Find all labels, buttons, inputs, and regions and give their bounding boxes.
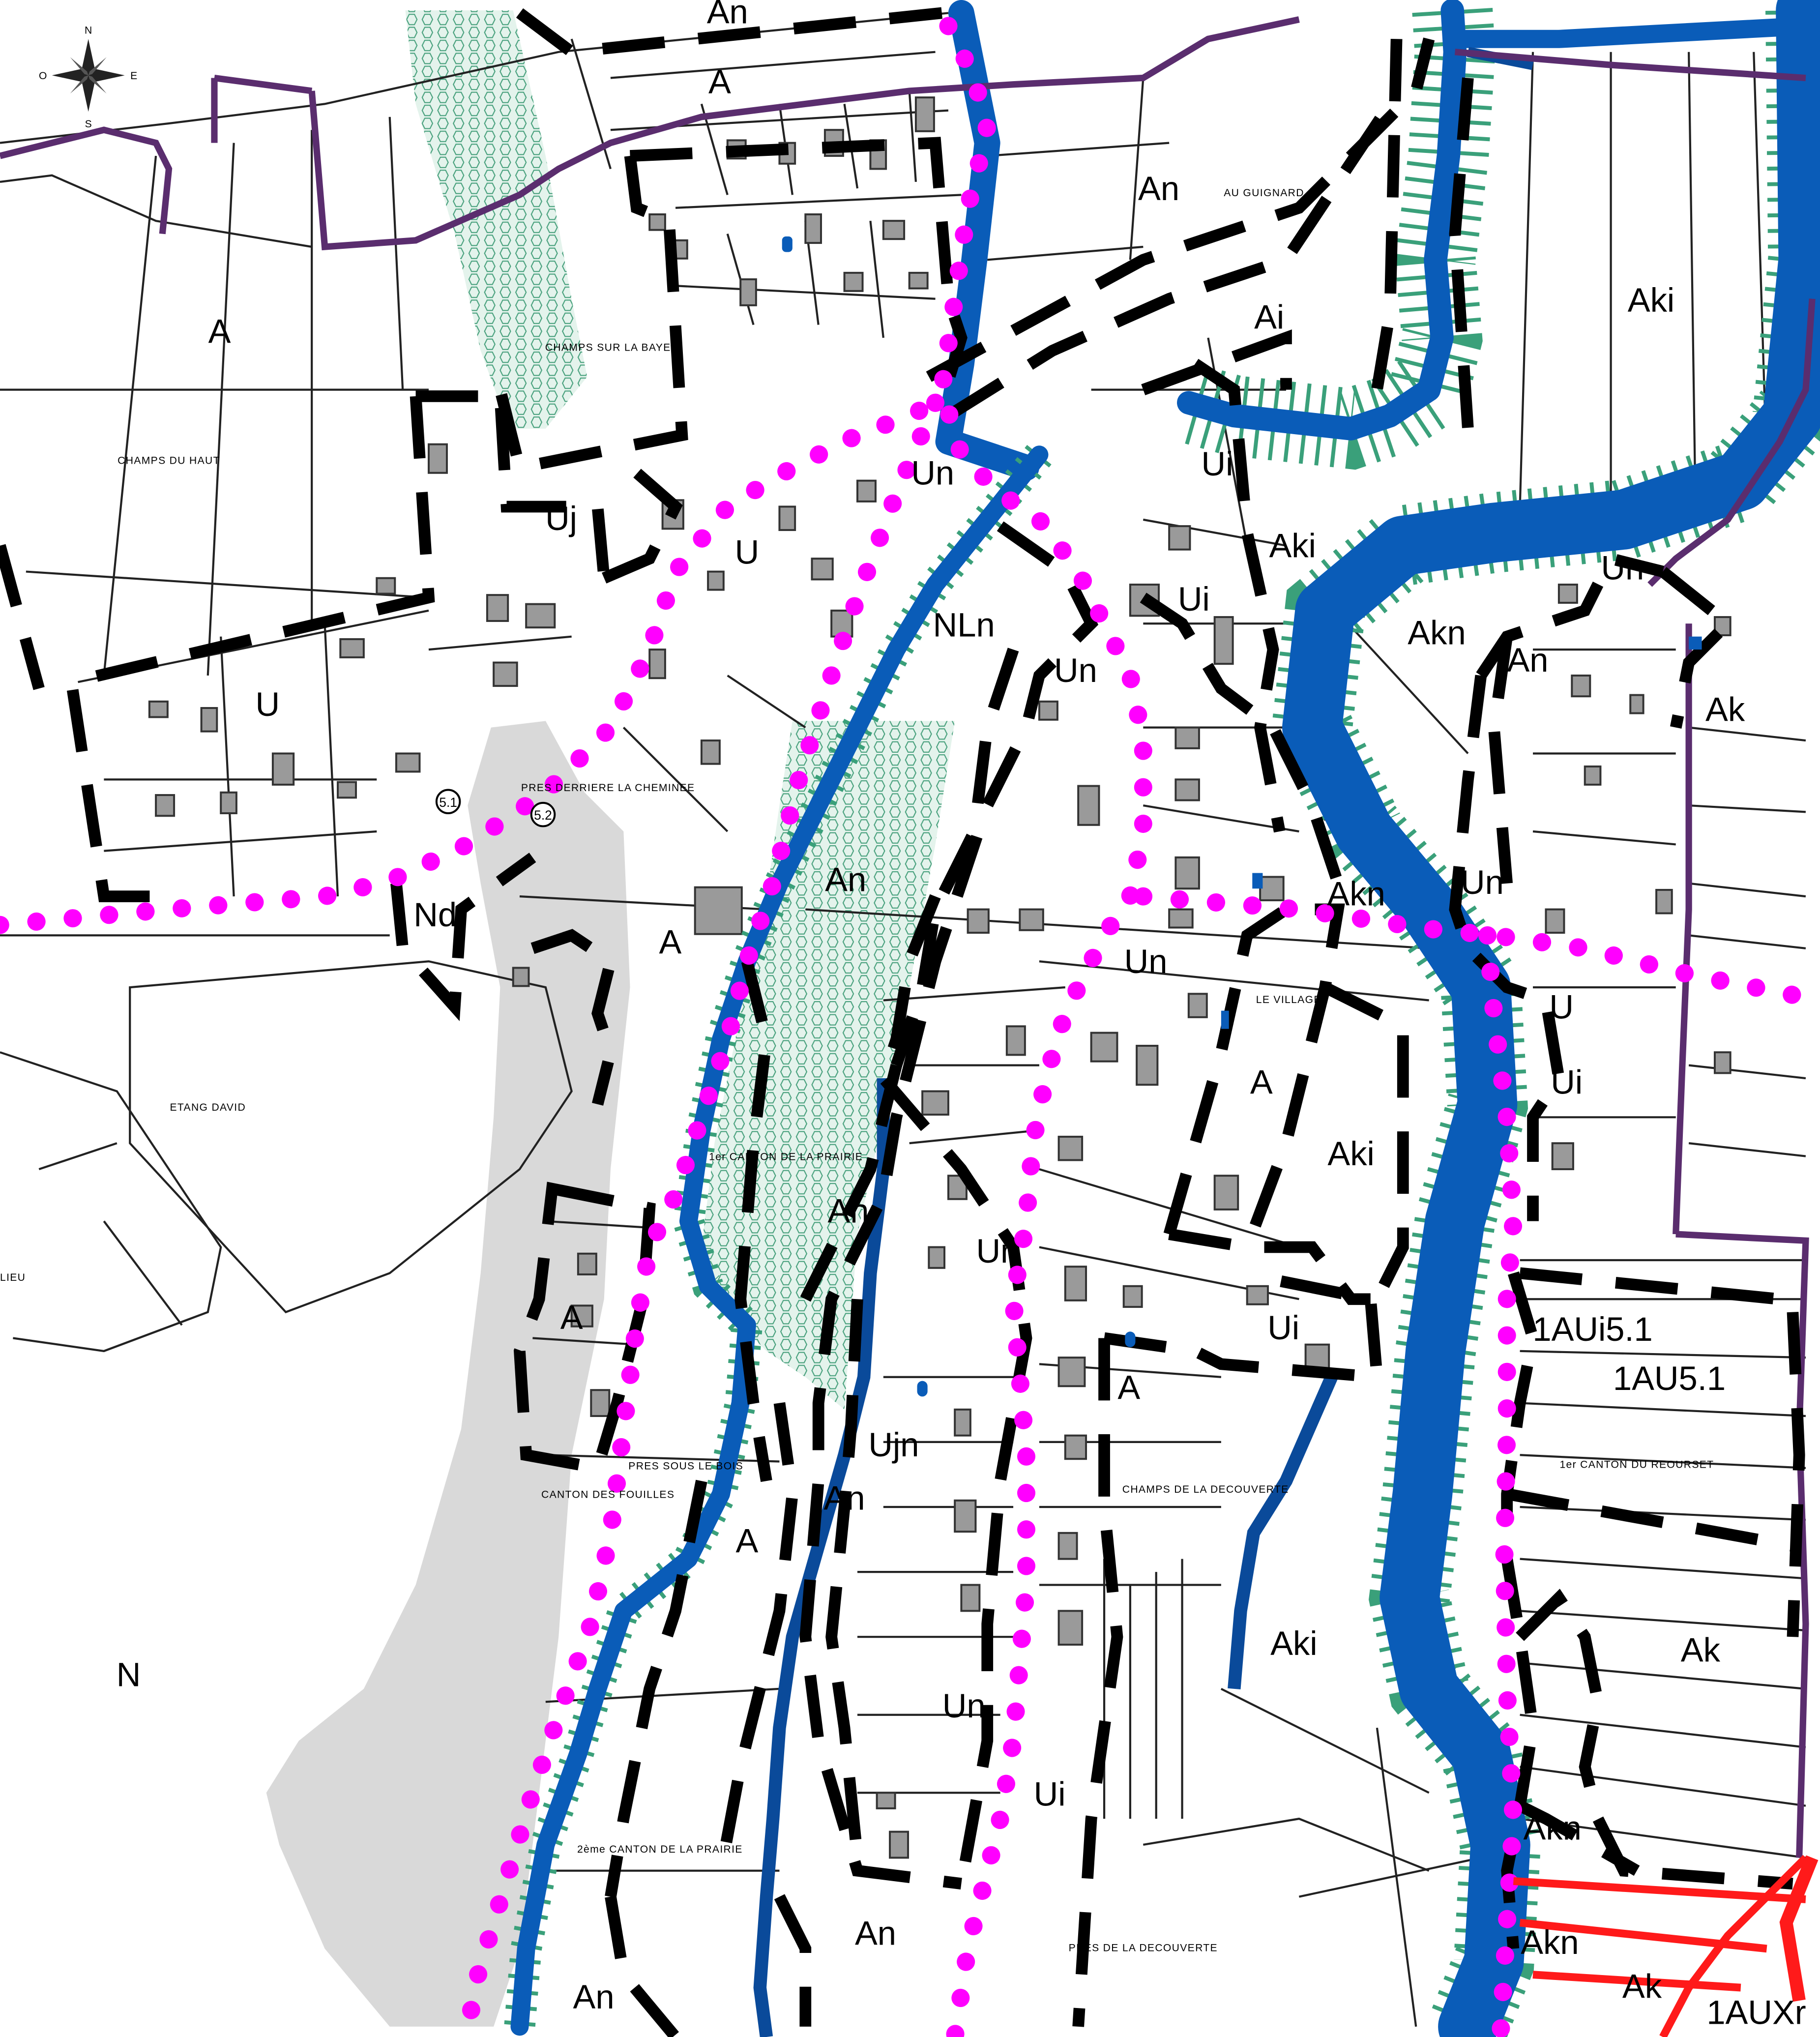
zone-label: Un <box>911 454 954 492</box>
river-ognon <box>935 0 1820 2037</box>
place-label: CANTON DES FOUILLES <box>541 1489 675 1500</box>
place-label: AU GUIGNARD <box>1224 187 1304 199</box>
zone-label: N <box>117 1656 141 1694</box>
zone-label: A <box>1250 1063 1273 1101</box>
zone-label: Ujn <box>868 1426 919 1464</box>
zone-label: An <box>573 1978 615 2016</box>
zone-label: Un <box>1461 863 1504 901</box>
zone-label: Akn <box>1521 1923 1579 1961</box>
place-label: 2ème CANTON DE LA PRAIRIE <box>577 1844 743 1855</box>
buildings <box>148 96 1732 1859</box>
compass-south: S <box>85 118 92 130</box>
zone-label: Nd <box>413 896 457 934</box>
shaded-zone-area <box>266 721 630 2027</box>
zone-label: A <box>208 313 231 351</box>
place-label: PRES SOUS LE BOIS <box>628 1460 743 1472</box>
compass-east: E <box>130 70 137 82</box>
zone-boundaries <box>0 7 1805 2037</box>
zone-label: Un <box>1054 651 1097 689</box>
place-label: PRES DE LA DECOUVERTE <box>1069 1943 1218 1954</box>
zone-label: An <box>1507 641 1548 679</box>
urban-limit <box>1513 1855 1819 2037</box>
zone-label: Aki <box>1327 1135 1374 1173</box>
zone-label: A <box>735 1522 758 1560</box>
zone-label: An <box>855 1914 896 1952</box>
place-label: CHAMPS DU HAUT <box>117 455 220 466</box>
section-markers: 5.1 5.2 <box>435 789 556 827</box>
compass-rose: N E S O <box>39 25 137 130</box>
zone-label: Ui <box>1201 445 1233 483</box>
zone-label: Aki <box>1269 527 1316 565</box>
zone-label: Un <box>976 1232 1019 1270</box>
ponds <box>782 236 1702 1397</box>
zone-label: Ai <box>1254 298 1284 336</box>
zone-label: Akn <box>1327 875 1385 913</box>
compass-north: N <box>85 25 92 36</box>
place-label: CHAMPS SUR LA BAYE <box>545 342 671 353</box>
place-label: LE VILLAGE <box>1256 994 1321 1005</box>
zone-label: A <box>1117 1369 1140 1407</box>
zone-label: Un <box>942 1687 986 1725</box>
place-label: ETANG DAVID <box>170 1102 246 1113</box>
zone-label: 1AU5.1 <box>1613 1359 1726 1397</box>
zone-label: Ui <box>1267 1309 1299 1347</box>
zone-label: Uj <box>545 500 577 537</box>
commune-boundary <box>0 16 1816 1858</box>
place-label: LIEU <box>0 1272 26 1283</box>
zone-label: Un <box>1124 943 1168 980</box>
place-label: CHAMPS DE LA DECOUVERTE <box>1122 1484 1289 1495</box>
zone-label: 1AUXr <box>1706 1994 1806 2032</box>
zone-label: A <box>708 63 731 101</box>
zone-label: A <box>560 1299 583 1336</box>
zone-label: Ui <box>1551 1063 1583 1101</box>
marker-label: 5.2 <box>534 808 552 823</box>
zone-label: An <box>827 1192 869 1230</box>
zone-label: Akn <box>1408 614 1466 652</box>
compass-west: O <box>39 70 47 82</box>
protected-area <box>405 10 587 429</box>
zone-label: Akn <box>1523 1809 1581 1847</box>
zone-labels: An A An Ai Aki A U Uj U Un Ui Aki NLn Un… <box>117 0 1806 2032</box>
marker-label: 5.1 <box>439 795 457 810</box>
zone-label: Ui <box>1178 580 1210 618</box>
zone-label: Aki <box>1270 1624 1317 1662</box>
zone-label: Ak <box>1705 690 1745 728</box>
zone-label: An <box>1138 170 1179 207</box>
zone-label: U <box>735 533 760 571</box>
zone-label: Aki <box>1628 281 1674 319</box>
zone-label: U <box>256 685 280 723</box>
hiking-route <box>0 17 1820 2037</box>
parcel-lines <box>0 12 1806 2027</box>
zone-label: Ui <box>1034 1775 1066 1813</box>
zone-label: An <box>707 0 748 31</box>
zone-label: An <box>824 1479 865 1517</box>
zone-label: NLn <box>933 606 995 644</box>
place-names: AU GUIGNARD CHAMPS SUR LA BAYE CHAMPS DU… <box>0 187 1714 1954</box>
zone-label: Un <box>1601 549 1644 587</box>
place-label: PRES DERRIERE LA CHEMINEE <box>521 782 695 794</box>
zone-label: 1AUi5.1 <box>1532 1310 1652 1348</box>
zone-label: Ak <box>1681 1631 1721 1669</box>
zone-label: U <box>1549 988 1574 1026</box>
place-label: 1er CANTON DE LA PRAIRIE <box>709 1151 863 1163</box>
protected-area <box>701 721 955 1410</box>
zone-label: A <box>659 923 682 961</box>
zone-label: Ak <box>1622 1968 1662 2006</box>
place-label: 1er CANTON DU REOURSET <box>1559 1459 1714 1471</box>
zone-label: An <box>825 861 866 899</box>
